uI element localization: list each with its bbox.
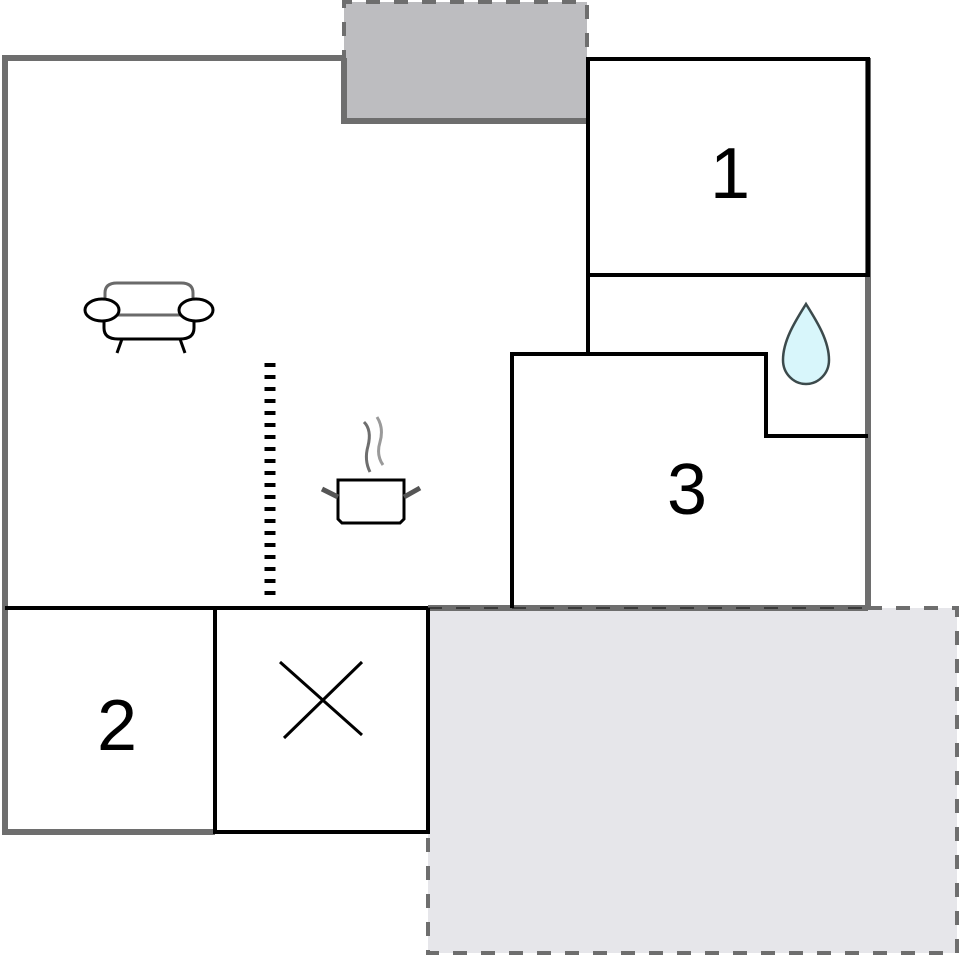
cooking-pot-icon (320, 416, 422, 525)
sofa-icon (83, 281, 215, 354)
terrace (426, 605, 959, 955)
room-label-3: 3 (667, 450, 707, 530)
room-label-1: 1 (710, 134, 750, 214)
water-drop-icon (781, 301, 831, 386)
inner-walls (5, 57, 870, 834)
cross-icon (279, 660, 364, 740)
balcony (341, 0, 589, 124)
room-label-2: 2 (97, 686, 137, 766)
